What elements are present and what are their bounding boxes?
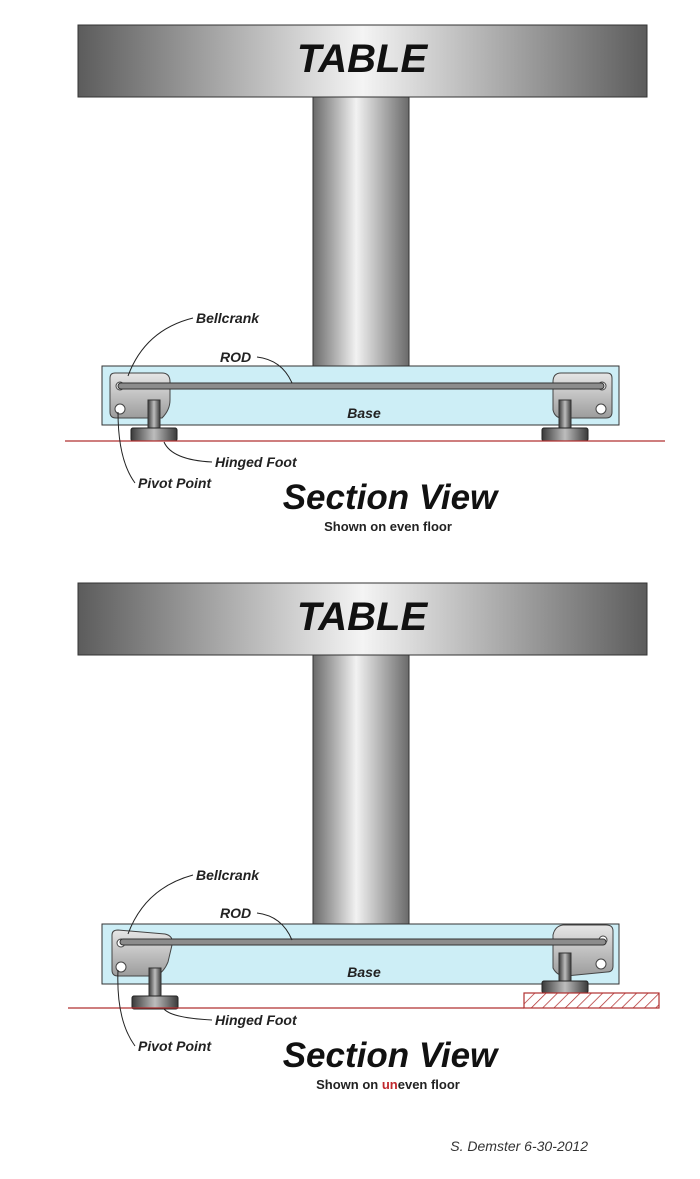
pivot-point-label: Pivot Point [138, 475, 212, 491]
bellcrank-leader [127, 874, 194, 935]
raised-floor-shim [523, 992, 660, 1009]
left-pivot-hole [114, 403, 126, 415]
base [101, 923, 620, 985]
base-label: Base [347, 964, 381, 980]
hinged-foot-leader [163, 1008, 213, 1021]
table-column [312, 96, 410, 368]
bellcrank-label: Bellcrank [196, 867, 260, 883]
right-pivot-hole [595, 958, 607, 970]
section-view-subtitle: Shown on even floor [324, 519, 452, 534]
section-view-title: Section View [283, 1036, 500, 1075]
subtitle-highlight: un [382, 1077, 398, 1092]
table-top [77, 24, 648, 98]
rod-label: ROD [220, 905, 251, 921]
left-hinged-foot [131, 967, 179, 1010]
subtitle-part-after: even floor [398, 1077, 460, 1092]
table-column [312, 654, 410, 926]
section-view-even-floor: TABLE Base Bellcrank ROD Hinged Foot [65, 24, 665, 534]
base-label: Base [347, 405, 381, 421]
rod-label: ROD [220, 349, 251, 365]
bellcrank-leader [127, 317, 194, 377]
left-hinged-foot [130, 399, 178, 442]
right-pivot-hole [595, 403, 607, 415]
rod [119, 938, 607, 946]
hinged-foot-label: Hinged Foot [215, 454, 298, 470]
bellcrank-label: Bellcrank [196, 310, 260, 326]
pivot-point-leader [117, 969, 136, 1047]
author-credit: S. Demster 6-30-2012 [450, 1138, 588, 1154]
left-pivot-hole [115, 961, 127, 973]
section-view-uneven-floor: TABLE Base Bellcrank ROD Hing [68, 582, 660, 1092]
section-view-title: Section View [283, 478, 500, 517]
subtitle-part-before: Shown on [316, 1077, 382, 1092]
rod-leader [256, 356, 293, 384]
right-hinged-foot [541, 952, 589, 994]
table-top [77, 582, 648, 656]
hinged-foot-label: Hinged Foot [215, 1012, 298, 1028]
base [101, 365, 620, 426]
table-title: TABLE [297, 595, 429, 639]
pivot-point-leader [117, 411, 136, 484]
rod [117, 382, 605, 390]
rod-leader [256, 912, 293, 941]
hinged-foot-leader [163, 441, 213, 463]
pivot-point-label: Pivot Point [138, 1038, 212, 1054]
section-view-subtitle: Shown on uneven floor [316, 1077, 460, 1092]
right-hinged-foot [541, 399, 589, 442]
table-title: TABLE [297, 37, 429, 81]
